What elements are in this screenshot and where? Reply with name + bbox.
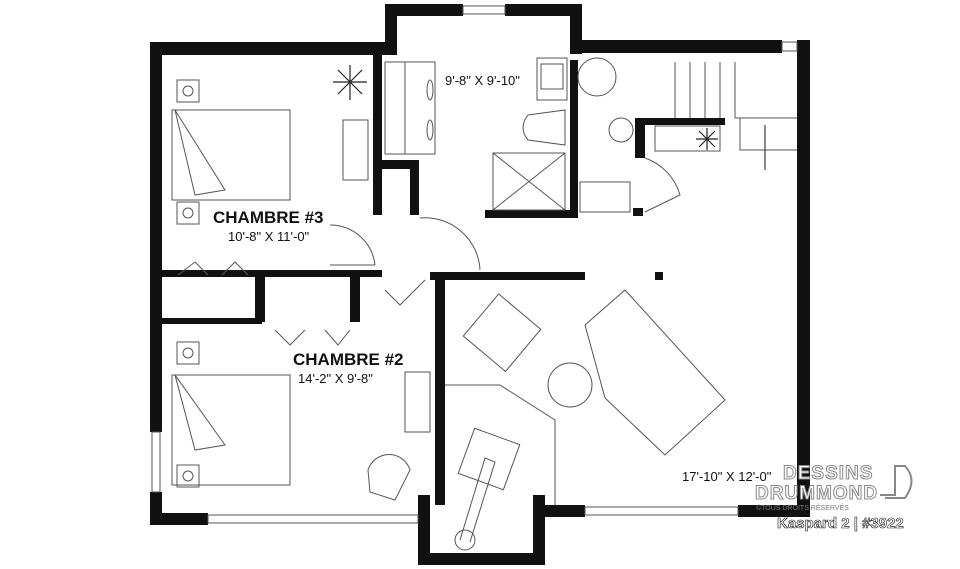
room-dimensions-chambre-2: 14'-2" X 9'-8" (298, 371, 373, 386)
fixtures (171, 57, 797, 551)
logo-mark-icon (880, 465, 913, 499)
room-name-chambre-3: CHAMBRE #3 (213, 208, 324, 227)
plant-icon (333, 65, 718, 150)
room-dimensions-laundry-bath: 9'-8" X 9'-10" (445, 73, 520, 88)
copyright-text: ©TOUS DROITS RÉSERVÉS (756, 505, 849, 512)
interior-walls (162, 55, 725, 505)
logo-line2: DRUMMOND (754, 483, 879, 505)
logo-line1: DESSINS (782, 463, 874, 485)
exterior-walls (150, 4, 810, 565)
room-name-chambre-2: CHAMBRE #2 (293, 350, 404, 369)
windows (151, 5, 798, 524)
room-dimensions-family-room: 17'-10" X 12'-0" (682, 469, 772, 484)
plan-caption: Kaspard 2 | #3922 (777, 515, 904, 533)
room-dimensions-chambre-3: 10'-8" X 11'-0" (228, 229, 310, 244)
